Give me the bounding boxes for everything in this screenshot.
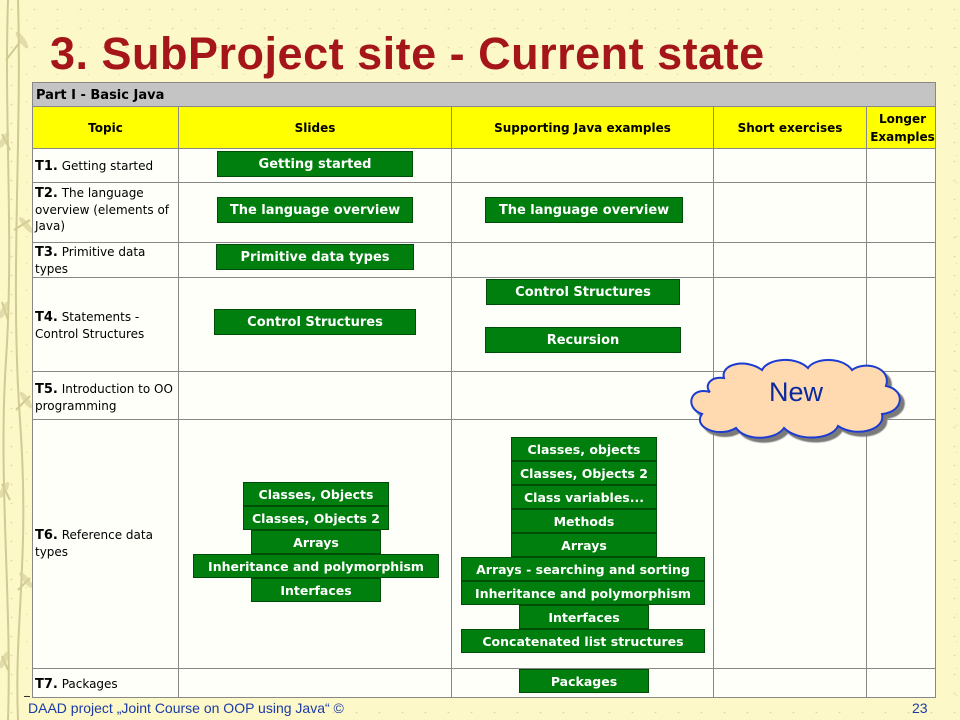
topic-cell: T3. Primitive data types: [35, 244, 179, 277]
topic-cell: T7. Packages: [35, 676, 179, 693]
topic-text: The language overview (elements of Java): [35, 186, 170, 233]
slide-link-getting-started[interactable]: Getting started: [217, 151, 413, 177]
grid-line: [33, 419, 935, 420]
grid-line: [33, 371, 935, 372]
grid-line: [33, 182, 935, 183]
slide-link-inheritance-polymorphism[interactable]: Inheritance and polymorphism: [193, 554, 439, 578]
topic-cell: T4. Statements - Control Structures: [35, 309, 179, 342]
example-link-concatenated-lists[interactable]: Concatenated list structures: [461, 629, 705, 653]
new-callout-label: New: [768, 377, 823, 407]
header-slides: Slides: [179, 107, 452, 149]
topic-cell: T2. The language overview (elements of J…: [35, 185, 179, 234]
grid-line: [33, 277, 935, 278]
topic-number: T2.: [35, 186, 58, 201]
topic-number: T4.: [35, 310, 58, 325]
topic-cell: T6. Reference data types: [35, 527, 179, 560]
footer-divider: [24, 696, 30, 697]
topic-text: Statements - Control Structures: [35, 310, 145, 341]
example-link-classes-objects[interactable]: Classes, objects: [511, 437, 657, 461]
example-link-language-overview[interactable]: The language overview: [485, 197, 683, 223]
part-header: Part I - Basic Java: [33, 83, 935, 107]
topic-text: Reference data types: [35, 528, 153, 559]
cloud-callout-icon: [690, 359, 901, 439]
example-link-arrays-searching-sorting[interactable]: Arrays - searching and sorting: [461, 557, 705, 581]
example-link-recursion[interactable]: Recursion: [485, 327, 681, 353]
slide-link-language-overview[interactable]: The language overview: [217, 197, 413, 223]
example-link-class-variables[interactable]: Class variables...: [511, 485, 657, 509]
slide-link-control-structures[interactable]: Control Structures: [214, 309, 416, 335]
topic-number: T5.: [35, 382, 58, 397]
header-short-exercises: Short exercises: [714, 107, 867, 149]
slide-link-classes-objects[interactable]: Classes, Objects: [243, 482, 389, 506]
topic-text: Getting started: [61, 159, 154, 173]
topic-text: Introduction to OO programming: [35, 382, 173, 413]
bamboo-decoration-icon: [0, 0, 33, 720]
slide-link-classes-objects-2[interactable]: Classes, Objects 2: [243, 506, 389, 530]
grid-line: [178, 149, 179, 697]
slide-link-primitive-data-types[interactable]: Primitive data types: [216, 244, 414, 270]
slide-link-arrays[interactable]: Arrays: [251, 530, 381, 554]
part-label: Part I - Basic Java: [36, 88, 165, 103]
example-link-arrays[interactable]: Arrays: [511, 533, 657, 557]
grid-line: [451, 149, 452, 697]
example-link-methods[interactable]: Methods: [511, 509, 657, 533]
slide-title: 3. SubProject site - Current state: [50, 28, 765, 79]
topic-number: T6.: [35, 528, 58, 543]
topic-cell: T5. Introduction to OO programming: [35, 381, 179, 414]
grid-line: [33, 668, 935, 669]
header-topic: Topic: [33, 107, 179, 149]
example-link-control-structures[interactable]: Control Structures: [486, 279, 680, 305]
topic-number: T3.: [35, 245, 58, 260]
footer-credit: DAAD project „Joint Course on OOP using …: [28, 700, 344, 716]
topic-cell: T1. Getting started: [35, 158, 179, 175]
topic-number: T1.: [35, 159, 58, 174]
grid-line: [33, 242, 935, 243]
page-number: 23: [912, 700, 928, 716]
topic-text: Packages: [61, 677, 118, 691]
header-examples: Supporting Java examples: [452, 107, 714, 149]
topic-text: Primitive data types: [35, 245, 146, 276]
example-link-interfaces[interactable]: Interfaces: [519, 605, 649, 629]
slide-link-interfaces[interactable]: Interfaces: [251, 578, 381, 602]
topic-number: T7.: [35, 677, 58, 692]
example-link-inheritance-polymorphism[interactable]: Inheritance and polymorphism: [461, 581, 705, 605]
example-link-packages[interactable]: Packages: [519, 669, 649, 693]
example-link-classes-objects-2[interactable]: Classes, Objects 2: [511, 461, 657, 485]
